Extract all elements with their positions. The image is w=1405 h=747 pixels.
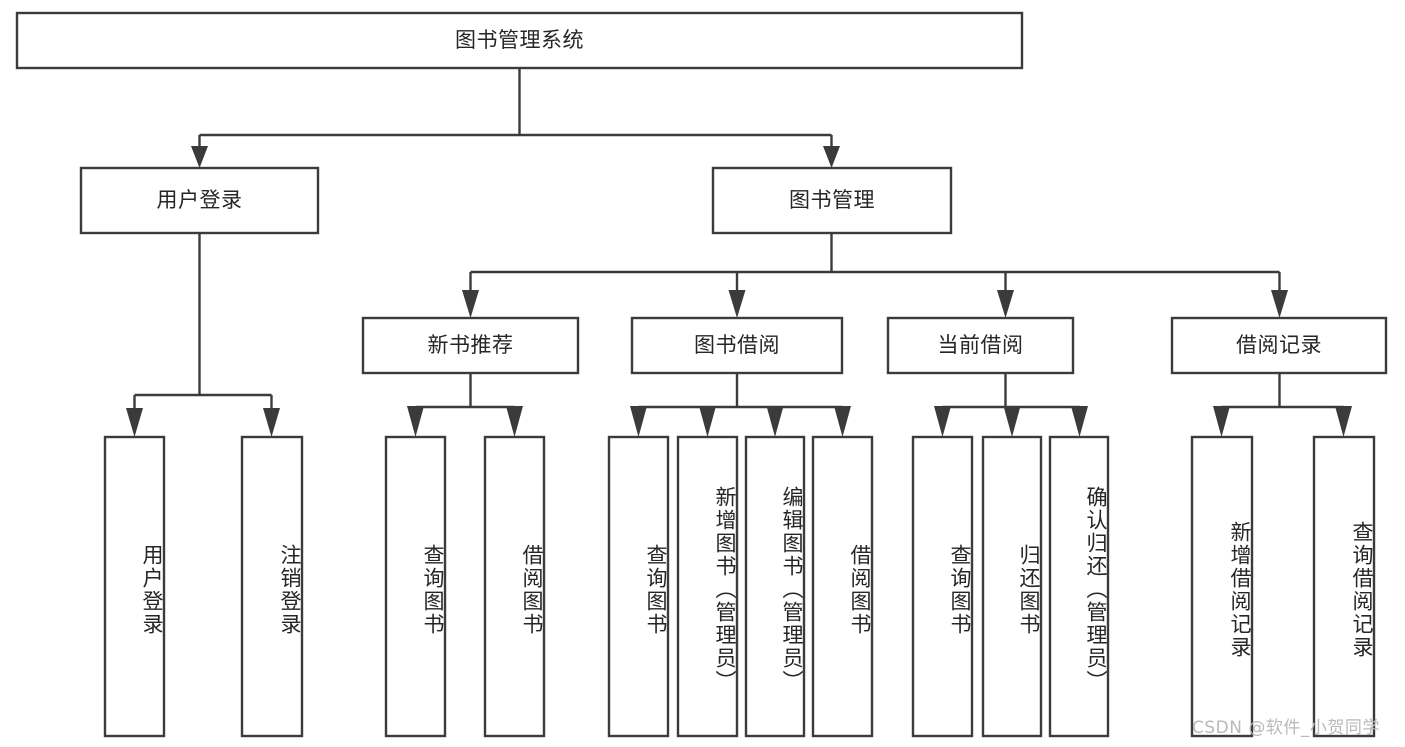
node-box-leaf-5[interactable]: [676, 435, 739, 738]
arrow-head-bb-leaf-2: [699, 406, 716, 437]
arrow-head-bb-leaf-1: [630, 406, 647, 437]
arrow-head-bb-leaf-4: [834, 406, 851, 437]
node-box-book-borrow[interactable]: [630, 316, 844, 375]
arrow-head-leaf-user-login: [126, 408, 143, 437]
node-box-leaf-10[interactable]: [1048, 435, 1110, 738]
node-box-new-book-rec[interactable]: [361, 316, 580, 375]
connector-group-borrow-record: [1213, 373, 1352, 437]
arrow-head-cb-leaf-3: [1071, 406, 1088, 437]
arrow-head-nbr-leaf-2: [506, 406, 523, 437]
node-box-current-borrow[interactable]: [886, 316, 1075, 375]
connector-group-new-book-rec: [407, 373, 523, 437]
arrow-head-book-manage: [823, 146, 840, 168]
node-box-leaf-12[interactable]: [1312, 435, 1376, 738]
node-box-borrow-record[interactable]: [1170, 316, 1388, 375]
node-box-leaf-9[interactable]: [981, 435, 1043, 738]
connector-group-book-borrow: [630, 373, 851, 437]
arrow-head-book-borrow: [728, 290, 746, 318]
arrow-head-user-login: [191, 146, 208, 168]
node-box-leaf-11[interactable]: [1190, 435, 1254, 738]
node-box-leaf-8[interactable]: [911, 435, 974, 738]
arrow-head-leaf-logout: [263, 408, 280, 437]
arrow-head-nbr-leaf-1: [407, 406, 424, 437]
csdn-watermark: CSDN @软件_小贺同学: [1192, 718, 1380, 738]
arrow-head-bb-leaf-3: [766, 406, 784, 437]
node-box-leaf-0[interactable]: [103, 435, 166, 738]
arrow-head-cb-leaf-1: [934, 406, 951, 437]
arrow-head-new-book-rec: [462, 290, 479, 318]
node-box-leaf-6[interactable]: [744, 435, 806, 738]
node-box-leaf-7[interactable]: [811, 435, 874, 738]
connector-group-user-login: [126, 233, 280, 437]
node-box-leaf-3[interactable]: [483, 435, 546, 738]
node-box-user-login[interactable]: [79, 166, 320, 235]
node-box-leaf-4[interactable]: [607, 435, 670, 738]
arrow-head-cb-leaf-2: [1003, 406, 1021, 437]
connector-group-root: [191, 68, 840, 168]
node-box-leaf-1[interactable]: [240, 435, 304, 738]
arrow-head-current-borrow: [997, 290, 1014, 318]
node-box-book-manage[interactable]: [711, 166, 953, 235]
connector-group-book-manage: [462, 233, 1288, 318]
arrow-head-borrow-record: [1271, 290, 1288, 318]
arrow-head-br-leaf-2: [1335, 406, 1352, 437]
connector-group-current-borrow: [934, 373, 1088, 437]
arrow-head-br-leaf-1: [1213, 406, 1230, 437]
node-box-leaf-2[interactable]: [384, 435, 447, 738]
node-box-root[interactable]: [15, 11, 1024, 70]
